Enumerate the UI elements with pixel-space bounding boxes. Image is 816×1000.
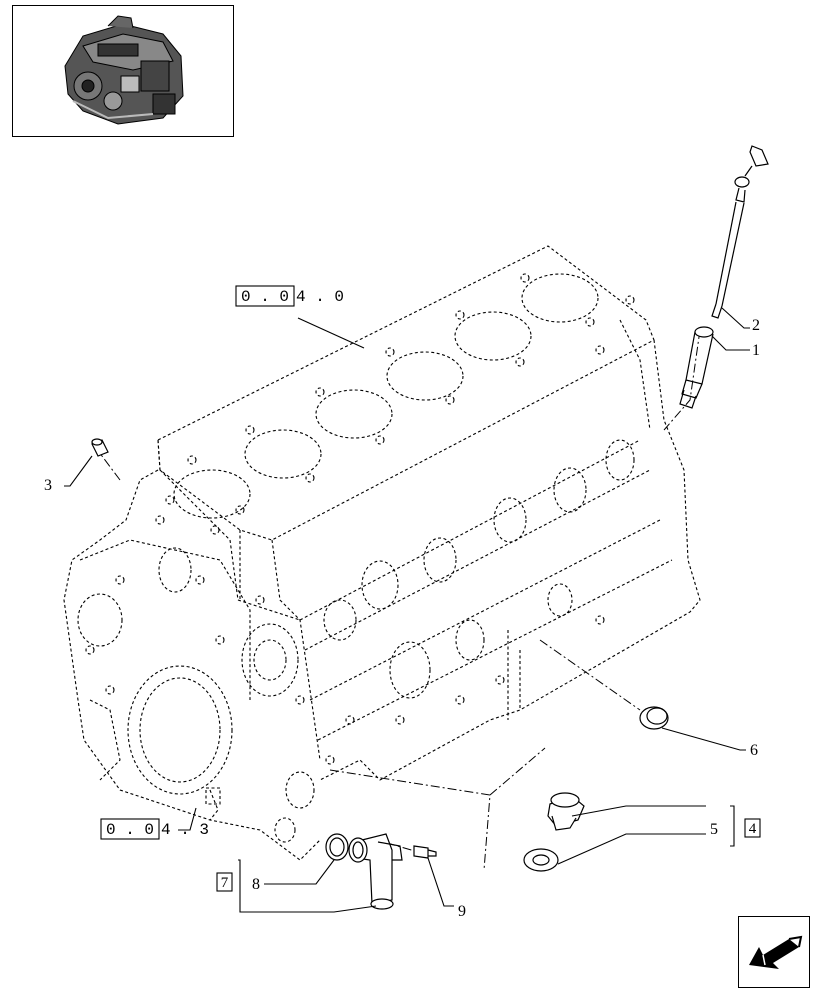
- block-ref-bottom-rest: 4 . 3: [161, 821, 209, 839]
- callout-8: 8: [252, 876, 260, 893]
- dipstick-tube-part: [679, 326, 714, 409]
- plug-part: [91, 438, 109, 457]
- callout-5: 5: [710, 821, 718, 838]
- previous-page-button[interactable]: [738, 916, 810, 988]
- seal-ring-part: [325, 833, 349, 861]
- block-ref-bottom-boxed: 0 . 0: [106, 821, 154, 839]
- block-reference-bottom: 0 . 0 4 . 3: [100, 818, 209, 840]
- elbow-fitting-part: [348, 833, 403, 910]
- callout-6: 6: [750, 742, 758, 759]
- engine-thumbnail-icon: [64, 15, 184, 125]
- engine-block-outline: [63, 245, 701, 861]
- callout-9: 9: [458, 903, 466, 920]
- callout-1: 1: [752, 342, 760, 359]
- callout-3: 3: [44, 477, 52, 494]
- drain-plug-part: [523, 792, 585, 872]
- reference-box-left: 7: [216, 872, 233, 892]
- ref-right-label: 4: [749, 821, 757, 837]
- cap-part: [639, 706, 669, 730]
- ref-left-label: 7: [221, 875, 229, 891]
- assembly-lines: [95, 329, 701, 871]
- previous-page-arrow-icon: [749, 935, 803, 969]
- callout-2: 2: [752, 317, 760, 334]
- block-ref-top-boxed: 0 . 0: [241, 288, 289, 306]
- block-reference-top: 0 . 0 4 . 0: [235, 285, 344, 307]
- reference-box-right: 4: [744, 818, 761, 838]
- leader-lines: [64, 307, 750, 913]
- dipstick-part: [711, 145, 769, 319]
- screw-part: [413, 845, 437, 859]
- block-ref-top-rest: 4 . 0: [296, 288, 344, 306]
- engine-thumbnail[interactable]: [12, 5, 234, 137]
